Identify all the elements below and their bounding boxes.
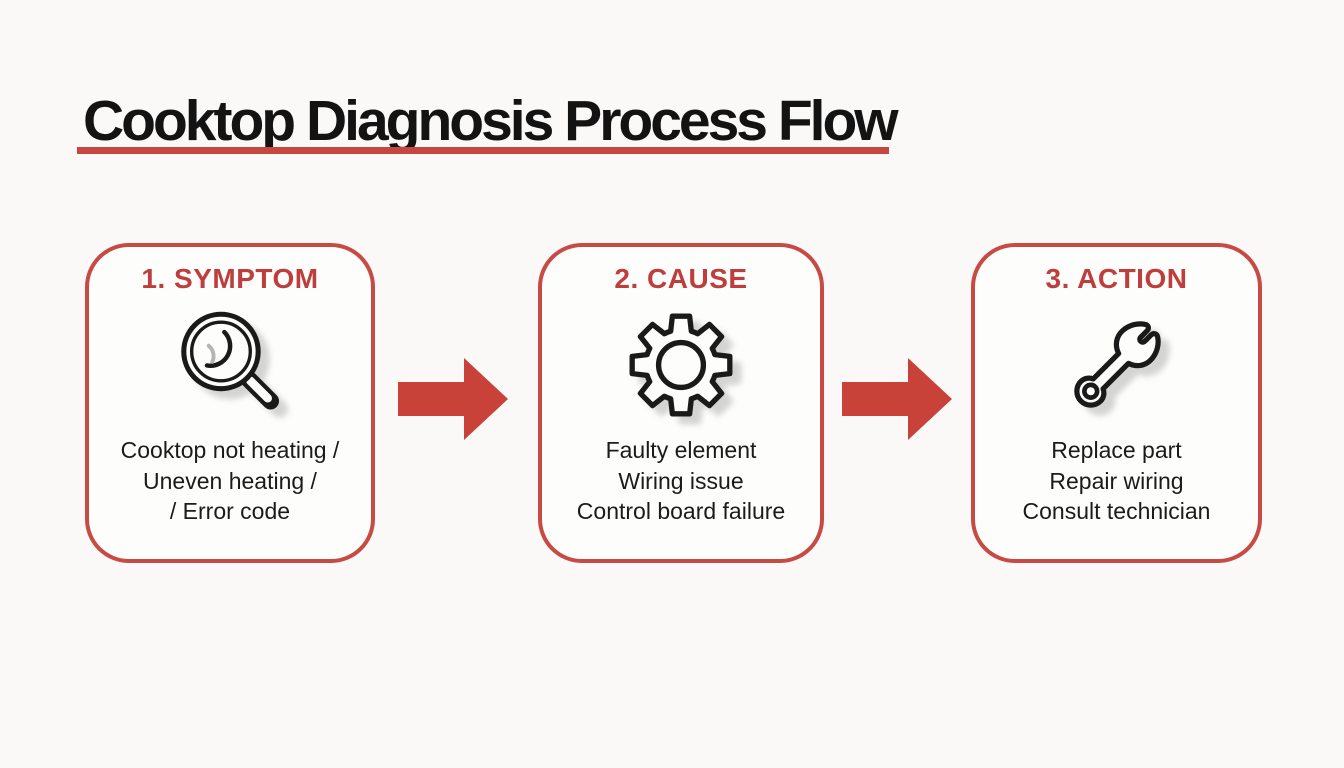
step-card-cause: 2. CAUSE Faulty element Wiring issue Con… [538, 243, 824, 563]
step-line: Consult technician [1022, 498, 1211, 524]
step-heading-symptom: 1. SYMPTOM [141, 263, 319, 294]
page-title: Cooktop Diagnosis Process Flow [83, 89, 899, 153]
step-card-symptom: 1. SYMPTOM Cooktop not heating / Uneven … [85, 243, 375, 563]
step-line: Faulty element [605, 437, 757, 463]
step-description-symptom: Cooktop not heating / Uneven heating / /… [121, 435, 340, 527]
wrench-icon [1059, 295, 1175, 435]
step-line: Control board failure [576, 498, 786, 524]
step-line: Replace part [1051, 437, 1182, 463]
step-line: Cooktop not heating / [120, 437, 340, 463]
flow-arrow-icon [842, 358, 952, 440]
step-line: / Error code [169, 498, 291, 524]
magnifier-icon [168, 295, 292, 435]
gear-icon [622, 295, 740, 435]
step-description-cause: Faulty element Wiring issue Control boar… [577, 435, 785, 527]
title-underline [77, 147, 889, 154]
step-line: Repair wiring [1049, 467, 1184, 494]
step-heading-cause: 2. CAUSE [614, 263, 748, 294]
step-card-action: 3. ACTION Replace part Repair wiring Con… [971, 243, 1262, 563]
flow-arrow-icon [398, 358, 508, 440]
step-line: Uneven heating / [143, 467, 317, 494]
step-description-action: Replace part Repair wiring Consult techn… [1023, 435, 1211, 527]
step-line: Wiring issue [618, 467, 744, 494]
step-heading-action: 3. ACTION [1045, 263, 1188, 294]
